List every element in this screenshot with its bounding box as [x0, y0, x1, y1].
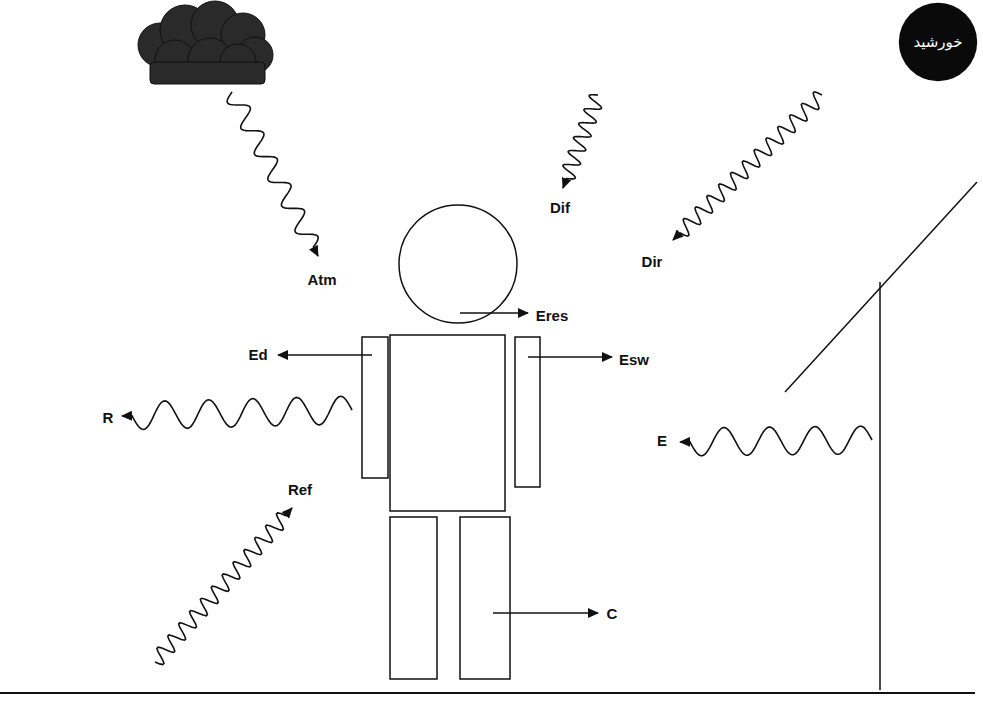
flux-label: Atm [305, 272, 338, 289]
flux-label: Eres [534, 308, 571, 325]
flux-label: Ref [286, 482, 314, 499]
house [785, 182, 977, 690]
cloud [138, 1, 273, 84]
flux-label: Dif [548, 200, 572, 217]
ground-line [0, 692, 975, 694]
flux-label: Ed [246, 347, 269, 364]
atm-wave [227, 92, 318, 256]
dir-wave [673, 92, 822, 240]
ref-wave [155, 508, 292, 665]
right-arm [515, 337, 540, 487]
sun-circle: خورشید [898, 2, 978, 82]
flux-label: Dir [640, 254, 665, 271]
r-wave [122, 396, 352, 429]
flux-label: Esw [617, 352, 651, 369]
torso [390, 335, 505, 511]
ed-arrow [278, 354, 372, 356]
eres-arrow [460, 312, 528, 314]
right-leg [460, 517, 510, 679]
wall-line [879, 282, 881, 690]
roof-line [785, 182, 977, 392]
head [399, 205, 517, 323]
left-arm [362, 337, 388, 478]
sun-label: خورشید [913, 33, 962, 51]
e-wave [680, 426, 872, 456]
flux-label: C [605, 606, 620, 623]
left-leg [390, 517, 437, 679]
c-arrow [493, 612, 598, 614]
esw-arrow [528, 356, 612, 358]
dif-wave [563, 95, 602, 188]
flux-label: E [655, 433, 669, 450]
person [362, 205, 540, 679]
flux-label: R [101, 410, 116, 427]
sun-disc [899, 3, 977, 81]
